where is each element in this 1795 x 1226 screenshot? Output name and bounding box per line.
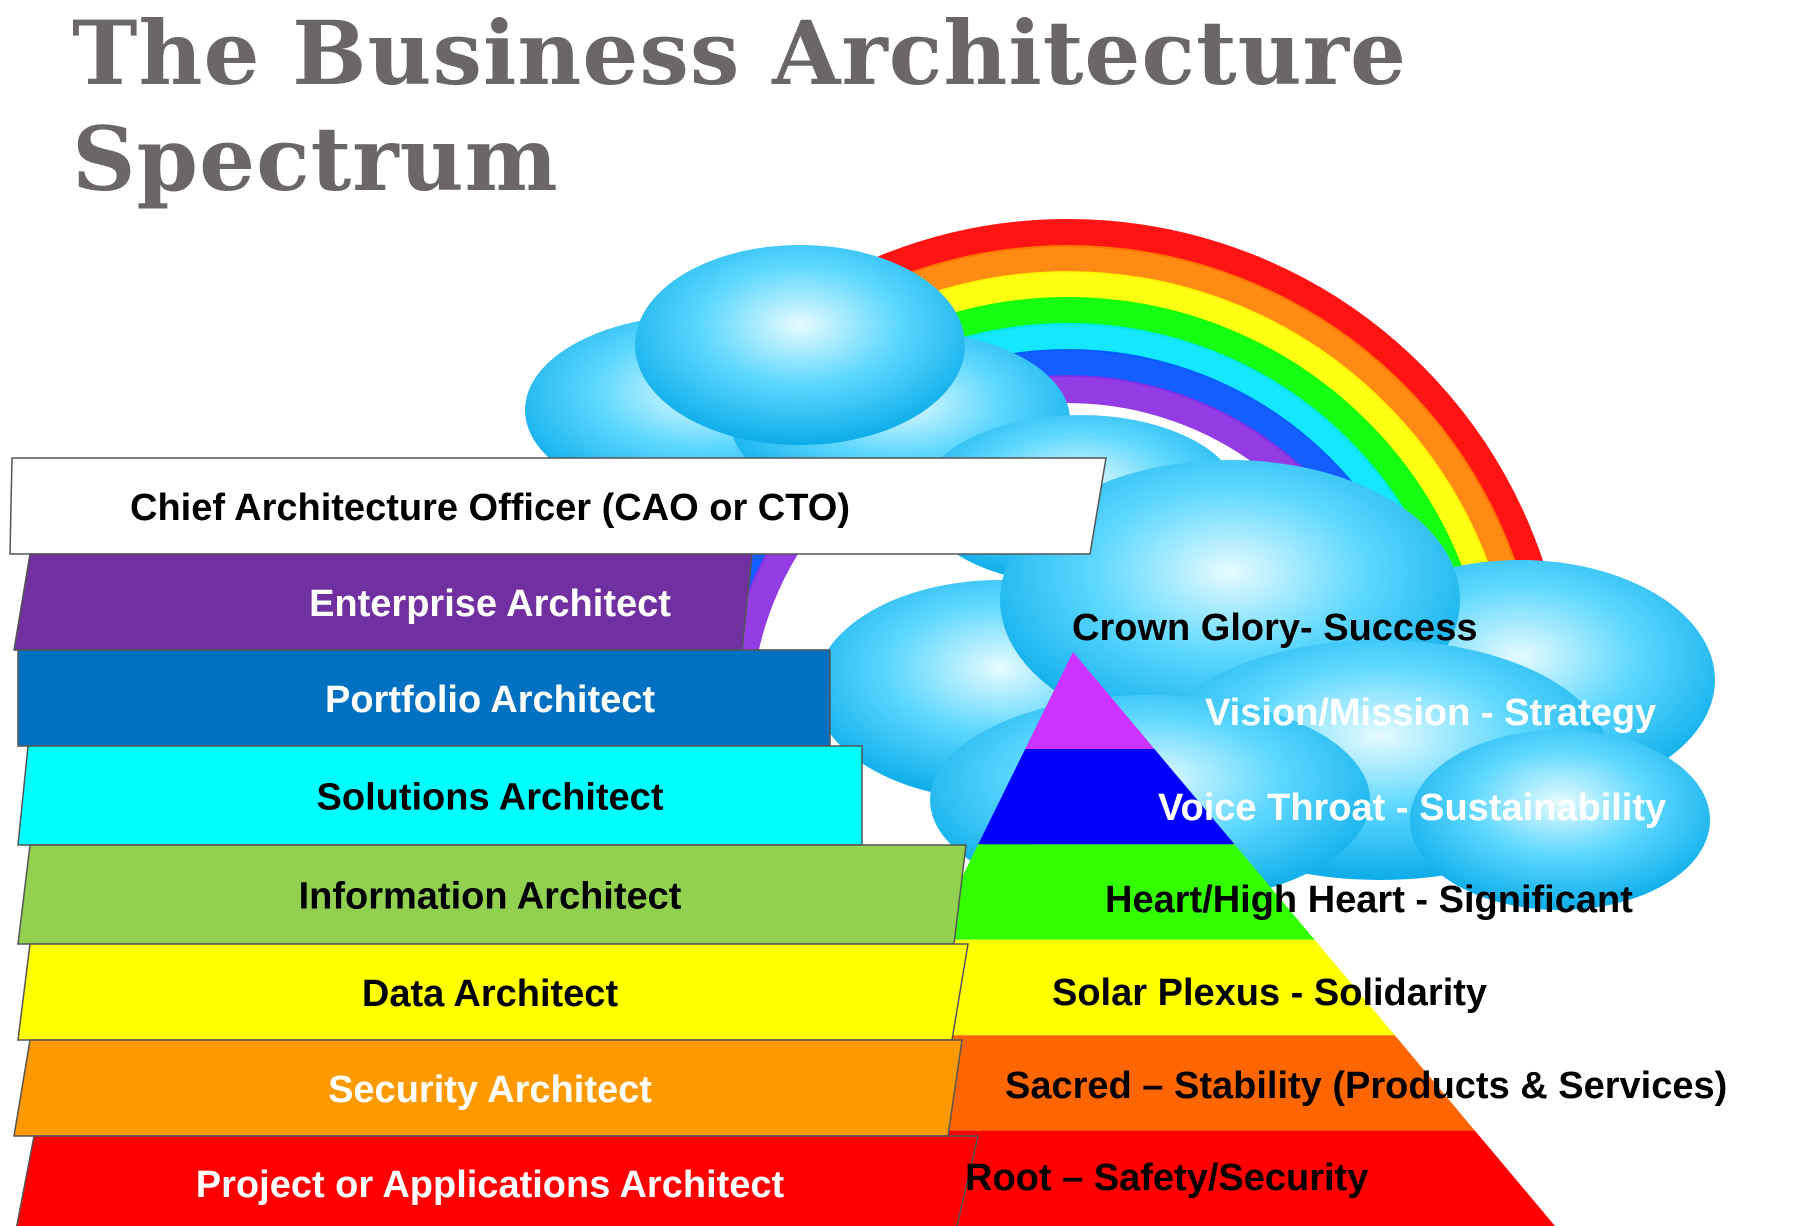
layer-label: Solutions Architect (317, 777, 664, 819)
front-cloud (815, 460, 1715, 910)
pyramid-level (1025, 652, 1155, 749)
page-title: The Business Architecture Spectrum (72, 1, 1407, 211)
pyramid-level-label: Vision/Mission - Strategy (1205, 692, 1656, 734)
pyramid-level-label: Solar Plexus - Solidarity (1052, 972, 1487, 1014)
chakra-pyramid (790, 652, 1555, 1226)
layer-label: Enterprise Architect (309, 583, 671, 625)
pyramid-level-label: Root – Safety/Security (965, 1157, 1368, 1199)
crown-label: Crown Glory- Success (1072, 607, 1477, 649)
pyramid-level-label: Voice Throat - Sustainability (1158, 787, 1666, 829)
architect-layers: Chief Architecture Officer (CAO or CTO) E… (9, 457, 1107, 1226)
layer-label: Security Architect (328, 1069, 652, 1111)
clouds (525, 245, 1715, 910)
layer-band (16, 1135, 979, 1226)
pyramid-level (884, 939, 1395, 1036)
pyramid-level-label: Sacred – Stability (Products & Services) (1005, 1065, 1727, 1107)
pyramid-level-label: Heart/High Heart - Significant (1105, 879, 1633, 921)
pyramid-level (837, 1035, 1475, 1131)
pyramid-level (931, 844, 1315, 940)
layer-label: Data Architect (362, 973, 619, 1015)
layer-label: Project or Applications Architect (196, 1164, 785, 1206)
pyramid-level (790, 1130, 1555, 1226)
layer-band (9, 457, 1107, 555)
layer-label: Chief Architecture Officer (CAO or CTO) (130, 487, 850, 529)
pyramid-level (978, 749, 1235, 845)
layer-label: Portfolio Architect (325, 679, 655, 721)
layer-label: Information Architect (299, 876, 682, 918)
